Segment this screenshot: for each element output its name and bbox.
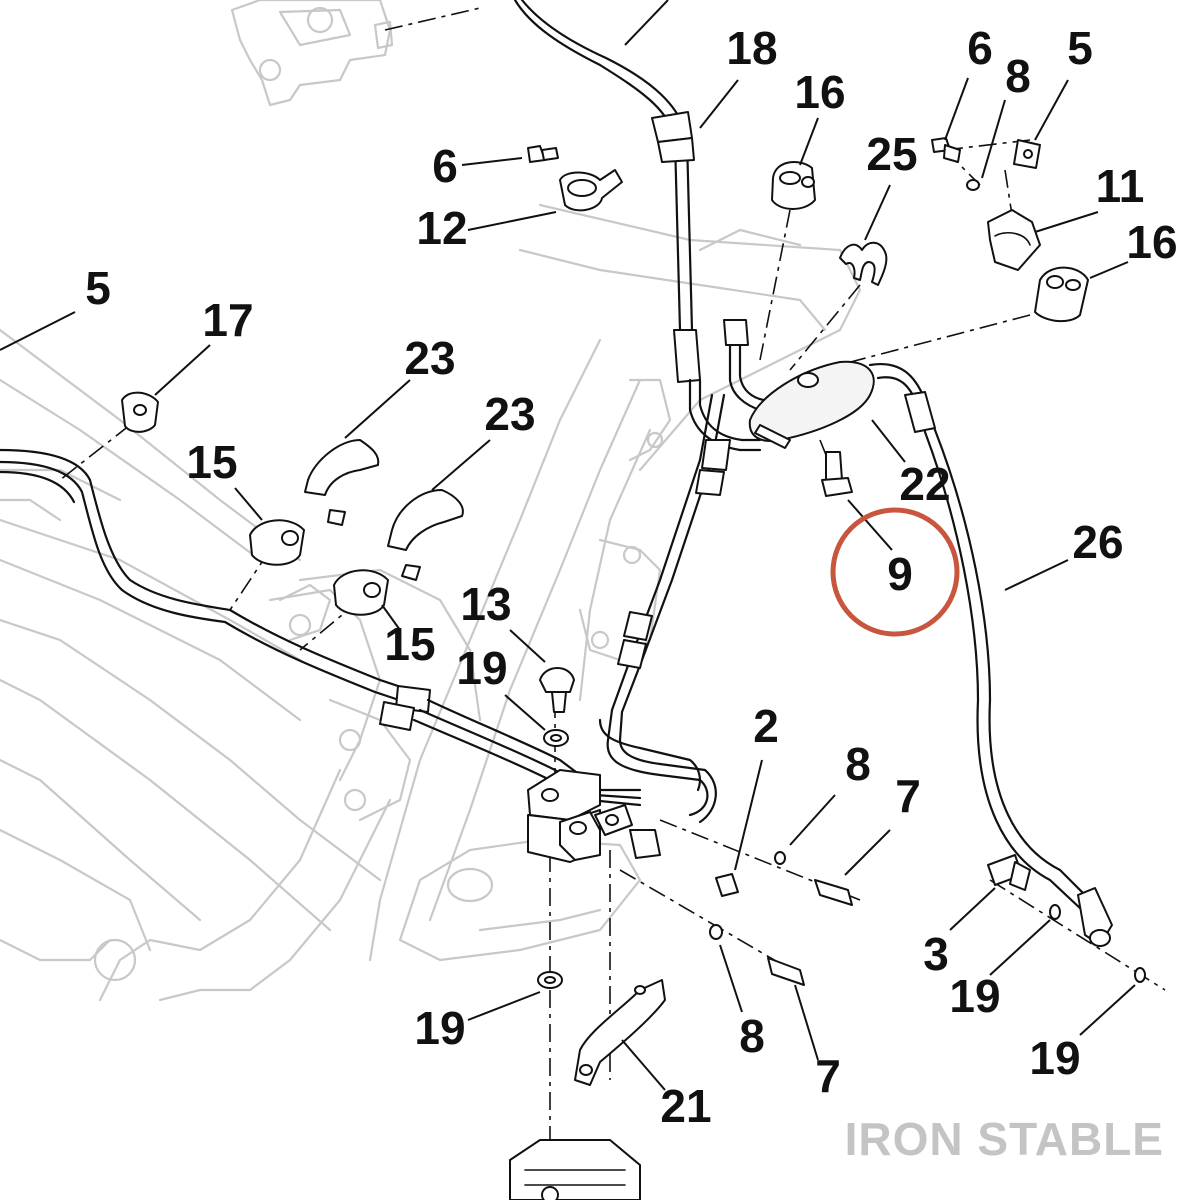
callout-8: 8 — [845, 738, 871, 790]
callout-15: 15 — [384, 618, 435, 670]
parts — [121, 137, 1146, 1086]
leader-lines — [0, 0, 1136, 1091]
callout-22: 22 — [899, 458, 950, 510]
callout-25: 25 — [866, 128, 917, 180]
callout-13: 13 — [460, 578, 511, 630]
callout-18: 18 — [726, 22, 777, 74]
callout-23: 23 — [404, 332, 455, 384]
motorcycle-frame — [0, 0, 862, 1200]
callout-11: 11 — [1096, 160, 1145, 212]
callout-6: 6 — [967, 22, 993, 74]
callout-19: 19 — [949, 970, 1000, 1022]
callout-23: 23 — [484, 388, 535, 440]
callout-15: 15 — [186, 436, 237, 488]
callout-26: 26 — [1072, 516, 1123, 568]
callout-labels: 18 16 6 8 5 6 12 25 11 16 5 17 23 23 15 … — [85, 22, 1177, 1132]
callout-17: 17 — [202, 294, 253, 346]
callout-16: 16 — [1126, 216, 1177, 268]
callout-16: 16 — [794, 66, 845, 118]
callout-19: 19 — [414, 1002, 465, 1054]
callout-7: 7 — [895, 770, 921, 822]
brake-lines — [0, 0, 1113, 947]
watermark: IRON STABLE — [844, 1113, 1164, 1165]
callout-8: 8 — [1005, 50, 1031, 102]
callout-8: 8 — [739, 1010, 765, 1062]
callout-19: 19 — [1029, 1032, 1080, 1084]
callout-21: 21 — [660, 1080, 711, 1132]
callout-6: 6 — [432, 140, 458, 192]
callout-12: 12 — [416, 202, 467, 254]
callout-9: 9 — [887, 548, 913, 600]
callout-5: 5 — [85, 262, 111, 314]
callout-7: 7 — [815, 1050, 841, 1102]
highlight-ring — [830, 507, 960, 637]
callout-5: 5 — [1067, 22, 1093, 74]
callout-2: 2 — [753, 700, 779, 752]
callout-19: 19 — [456, 642, 507, 694]
callout-3: 3 — [923, 928, 949, 980]
